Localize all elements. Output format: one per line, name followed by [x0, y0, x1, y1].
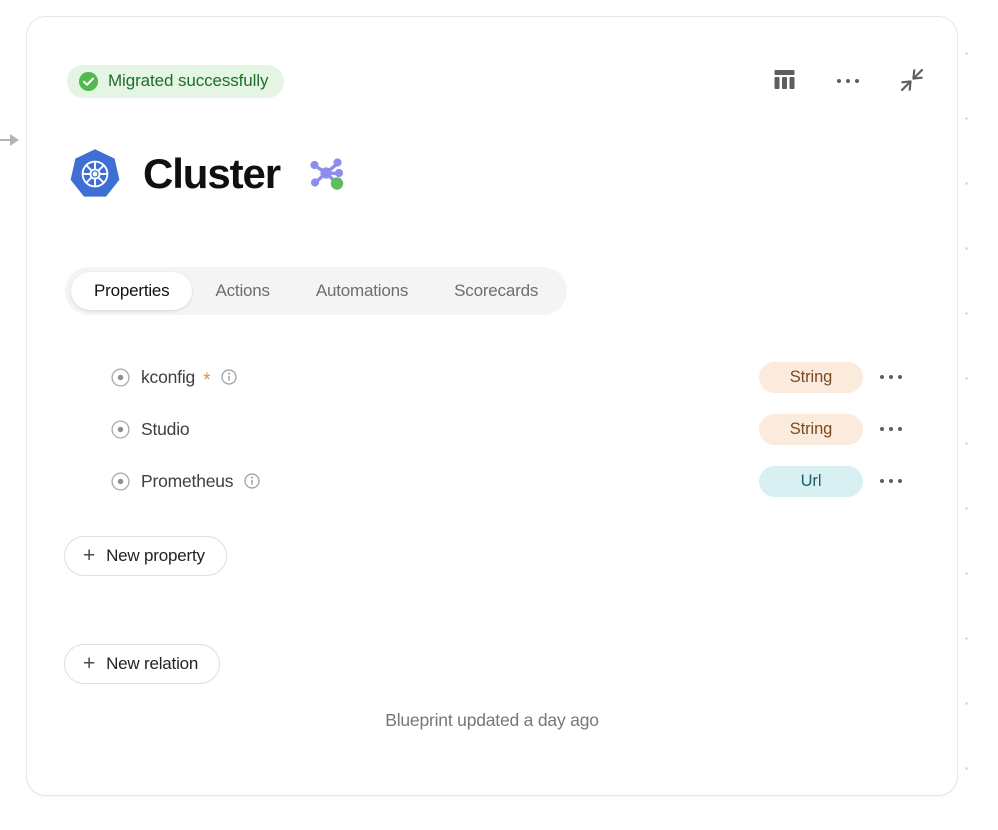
- info-icon[interactable]: [221, 369, 238, 385]
- property-dot-icon: [111, 471, 130, 491]
- table-row[interactable]: Studio String: [89, 403, 925, 455]
- ellipsis-icon: [879, 478, 903, 484]
- tab-properties[interactable]: Properties: [71, 272, 193, 310]
- property-dot-icon: [111, 367, 130, 387]
- property-info: Studio: [111, 419, 759, 440]
- new-relation-button[interactable]: + New relation: [64, 644, 221, 684]
- row-more-button[interactable]: [863, 466, 919, 496]
- blueprint-updated-note: Blueprint updated a day ago: [385, 710, 599, 730]
- collapse-button[interactable]: [897, 66, 927, 96]
- new-relation-label: New relation: [106, 654, 199, 673]
- tab-automations[interactable]: Automations: [293, 272, 431, 310]
- status-badge: String: [759, 413, 863, 445]
- status-badge: String: [759, 361, 863, 393]
- tab-scorecards[interactable]: Scorecards: [431, 272, 561, 310]
- status-badge: Migrated successfully: [67, 64, 285, 98]
- blueprint-card: Migrated successfully: [26, 16, 958, 796]
- tab-actions[interactable]: Actions: [192, 272, 292, 310]
- property-meta: String: [759, 361, 919, 393]
- property-info: kconfig *: [111, 366, 759, 391]
- property-list: kconfig * String: [89, 351, 925, 507]
- table-row[interactable]: kconfig * String: [89, 351, 925, 403]
- check-circle-icon: [78, 71, 99, 92]
- collapse-arrows-icon: [898, 66, 926, 97]
- ellipsis-icon: [879, 374, 903, 380]
- ellipsis-icon: [879, 426, 903, 432]
- new-property-label: New property: [106, 546, 205, 565]
- table-icon: [771, 66, 798, 96]
- expand-panel-arrow[interactable]: [0, 131, 20, 149]
- page-title-row: Cluster: [67, 143, 348, 205]
- table-row[interactable]: Prometheus Url: [89, 455, 925, 507]
- plus-icon: +: [83, 651, 96, 675]
- kubernetes-icon: [67, 146, 123, 202]
- new-property-button[interactable]: + New property: [64, 536, 227, 576]
- property-meta: String: [759, 413, 919, 445]
- table-view-button[interactable]: [769, 66, 799, 96]
- row-more-button[interactable]: [863, 362, 919, 392]
- property-name: kconfig: [141, 366, 196, 387]
- more-options-button[interactable]: [833, 66, 863, 96]
- property-meta: Url: [759, 465, 919, 497]
- required-asterisk: *: [203, 369, 211, 391]
- molecule-graph-icon: [300, 153, 348, 195]
- status-badge-label: Migrated successfully: [108, 71, 269, 90]
- info-icon[interactable]: [244, 473, 260, 489]
- page-title: Cluster: [143, 150, 281, 197]
- plus-icon: +: [83, 543, 96, 567]
- tab-bar: Properties Actions Automations Scorecard…: [65, 267, 568, 315]
- card-header: Migrated successfully: [27, 63, 957, 99]
- status-badge: Url: [759, 465, 863, 497]
- property-info: Prometheus: [111, 471, 759, 492]
- row-more-button[interactable]: [863, 414, 919, 444]
- ellipsis-icon: [836, 78, 860, 84]
- property-dot-icon: [111, 419, 130, 439]
- property-name: Studio: [141, 418, 190, 439]
- header-actions: [769, 66, 927, 96]
- property-name: Prometheus: [141, 470, 234, 491]
